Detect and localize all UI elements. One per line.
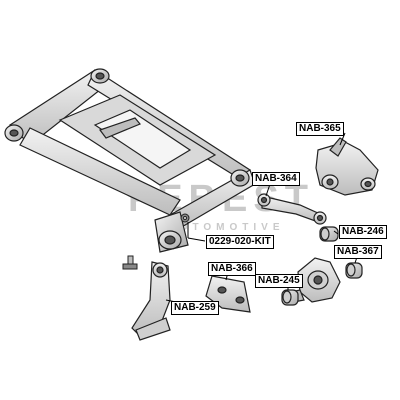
upper-arm xyxy=(257,193,327,225)
lower-arm-nab-259 xyxy=(131,261,171,341)
watermark-tagline: AUTOMOTIVE xyxy=(168,222,285,233)
part-label-nab-245: NAB-245 xyxy=(255,274,303,288)
bushing-nab-245 xyxy=(281,289,299,306)
part-label-nab-366: NAB-366 xyxy=(208,262,256,276)
part-label-nab-364: NAB-364 xyxy=(252,172,300,186)
bushing-nab-246 xyxy=(319,226,339,242)
part-label-nab-259: NAB-259 xyxy=(171,301,219,315)
part-label-0229-020-kit: 0229-020-KIT xyxy=(206,235,274,249)
knuckle-carrier xyxy=(315,137,379,196)
hub-knuckle xyxy=(289,257,341,303)
kit-nut xyxy=(180,213,190,223)
subframe xyxy=(9,69,256,229)
bushing-nab-367 xyxy=(345,262,363,279)
subframe-bushings xyxy=(4,68,250,253)
part-label-nab-246: NAB-246 xyxy=(339,225,387,239)
part-label-nab-365: NAB-365 xyxy=(296,122,344,136)
mounting-bolt xyxy=(122,255,138,270)
part-label-nab-367: NAB-367 xyxy=(334,245,382,259)
